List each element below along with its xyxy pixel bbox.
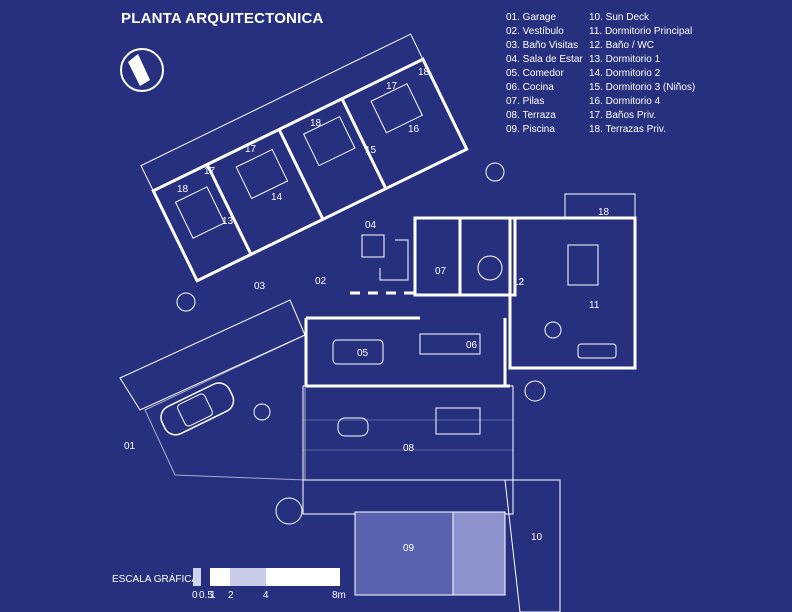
legend-item: 05. Comedor	[506, 68, 564, 79]
room-label-09: 09	[403, 543, 415, 554]
legend-item: 03. Baño Visitas	[506, 40, 579, 51]
room-label-01: 01	[124, 441, 136, 452]
room-label-18d: 18	[598, 207, 610, 218]
legend-item: 12. Baño / WC	[589, 40, 655, 51]
car-icon	[160, 382, 235, 436]
master-bedroom	[508, 193, 637, 370]
room-label-10: 10	[531, 532, 543, 543]
room-label-04: 04	[365, 220, 377, 231]
sun-deck	[504, 479, 561, 612]
legend-item: 08. Terraza	[506, 110, 556, 121]
legend-item: 02. Vestíbulo	[506, 26, 564, 37]
room-label-03: 03	[254, 281, 266, 292]
bedroom-wing	[140, 33, 469, 283]
room-label-15: 15	[365, 145, 377, 156]
scale-tick-2: 2	[228, 590, 234, 601]
room-label-12: 12	[513, 277, 525, 288]
room-label-16: 16	[408, 124, 420, 135]
legend-item: 17. Baños Priv.	[589, 110, 657, 121]
scale-tick-4: 4	[263, 590, 269, 601]
legend-item: 16. Dormitorio 4	[589, 96, 661, 107]
scale-tick-8: 8m	[332, 590, 346, 601]
room-label-08: 08	[403, 443, 415, 454]
legend-column-2: 10. Sun Deck 11. Dormitorio Principal 12…	[589, 11, 695, 137]
legend-item: 15. Dormitorio 3 (Niños)	[589, 82, 696, 93]
legend-item: 11. Dormitorio Principal	[589, 26, 693, 37]
living-furniture	[361, 234, 409, 281]
garage-ramp	[119, 299, 306, 481]
service-area	[413, 216, 517, 297]
room-label-11: 11	[589, 300, 600, 311]
legend-item: 06. Cocina	[506, 82, 554, 93]
room-label-06: 06	[466, 340, 478, 351]
scale-segment	[193, 568, 201, 586]
room-label-05: 05	[357, 348, 369, 359]
legend-item: 09. Piscina	[506, 124, 555, 135]
scale-segment	[230, 568, 266, 586]
scale-tick-1: 1	[210, 590, 216, 601]
pool	[354, 511, 506, 596]
room-label-13: 13	[222, 216, 234, 227]
terrace-grid	[302, 385, 514, 515]
scale-segment	[266, 568, 340, 586]
scale-label: ESCALA GRÁFICA	[112, 574, 199, 585]
legend-column-1: 01. Garage 02. Vestíbulo 03. Baño Visita…	[506, 11, 583, 137]
room-label-18b: 18	[310, 118, 322, 129]
room-label-07: 07	[435, 266, 447, 277]
room-label-14: 14	[271, 192, 283, 203]
legend-item: 04. Sala de Estar	[506, 54, 583, 65]
scale-tick-0: 0	[192, 590, 198, 601]
legend-item: 10. Sun Deck	[589, 12, 650, 23]
room-label-17b: 17	[245, 144, 257, 155]
legend-item: 01. Garage	[506, 12, 557, 23]
tree-icon	[176, 162, 546, 525]
social-area	[304, 291, 510, 388]
scale-segment	[201, 568, 210, 586]
room-label-17c: 17	[386, 81, 398, 92]
legend-item: 18. Terrazas Priv.	[589, 124, 666, 135]
plan-title: PLANTA ARQUITECTONICA	[121, 10, 324, 27]
north-arrow-icon	[120, 48, 164, 92]
room-label-17a: 17	[204, 166, 216, 177]
legend-item: 14. Dormitorio 2	[589, 68, 661, 79]
scale-segment	[210, 568, 230, 586]
room-label-18c: 18	[418, 67, 430, 78]
scale-tick-05: 0.5	[199, 590, 213, 601]
room-label-02: 02	[315, 276, 327, 287]
room-label-18a: 18	[177, 184, 189, 195]
legend-item: 13. Dormitorio 1	[589, 54, 661, 65]
legend-item: 07. Pilas	[506, 96, 545, 107]
